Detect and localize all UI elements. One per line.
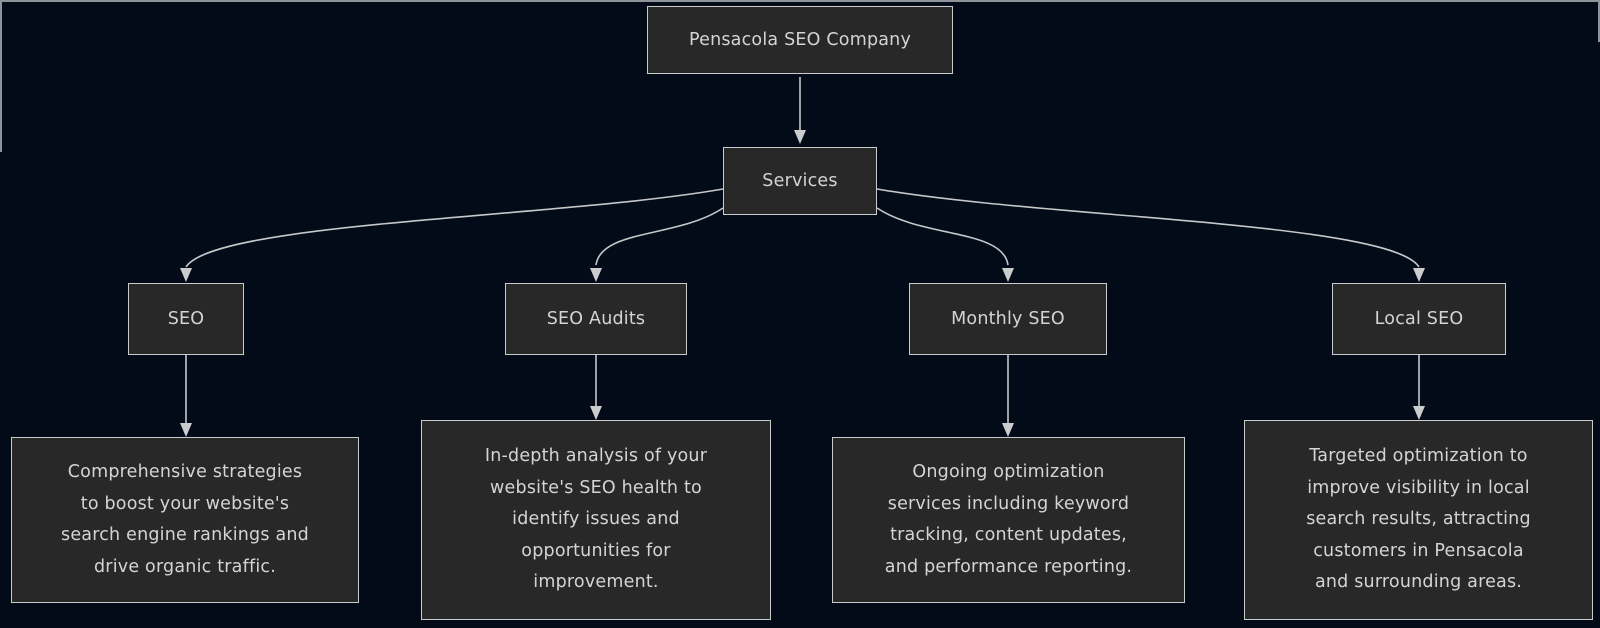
edge-services-seo — [185, 188, 724, 268]
local-seo-description-text: Targeted optimization to improve visibil… — [1306, 446, 1531, 593]
node-seo-label: SEO — [167, 309, 205, 329]
arrowhead-seo-audits-description — [590, 406, 602, 420]
edge-services-local-seo — [876, 188, 1420, 268]
arrowhead-seo-audits — [590, 268, 602, 282]
screenshot-left-border — [0, 0, 2, 152]
arrowhead-seo-description — [180, 423, 192, 437]
arrowhead-local-seo — [1413, 268, 1425, 282]
seo-audits-description-text: In-depth analysis of your website's SEO … — [484, 446, 708, 593]
node-monthly-seo-label: Monthly SEO — [951, 309, 1065, 329]
node-seo: SEO — [128, 283, 244, 355]
monthly-seo-description-text: Ongoing optimization services including … — [884, 462, 1133, 577]
edge-services-seo-audits — [595, 207, 724, 266]
edge-services-monthly-seo — [876, 207, 1009, 266]
arrowhead-monthly-seo-description — [1002, 423, 1014, 437]
node-local-seo-label: Local SEO — [1374, 309, 1464, 329]
node-monthly-seo-description: Ongoing optimization services including … — [832, 437, 1185, 603]
node-services-label: Services — [762, 171, 838, 191]
node-services: Services — [723, 147, 877, 215]
arrowhead-local-seo-description — [1413, 406, 1425, 420]
screenshot-top-border — [0, 0, 1600, 2]
seo-description-text: Comprehensive strategies to boost your w… — [61, 462, 309, 577]
screenshot-right-border — [1598, 0, 1600, 42]
node-seo-audits: SEO Audits — [505, 283, 687, 355]
arrowhead-services — [794, 130, 806, 144]
arrowhead-seo — [180, 268, 192, 282]
node-seo-audits-label: SEO Audits — [546, 309, 646, 329]
node-local-seo: Local SEO — [1332, 283, 1506, 355]
node-seo-audits-description: In-depth analysis of your website's SEO … — [421, 420, 771, 620]
node-company-label: Pensacola SEO Company — [688, 30, 912, 50]
node-monthly-seo: Monthly SEO — [909, 283, 1107, 355]
arrowhead-monthly-seo — [1002, 268, 1014, 282]
node-company: Pensacola SEO Company — [647, 6, 953, 74]
node-local-seo-description: Targeted optimization to improve visibil… — [1244, 420, 1593, 620]
node-seo-description: Comprehensive strategies to boost your w… — [11, 437, 359, 603]
